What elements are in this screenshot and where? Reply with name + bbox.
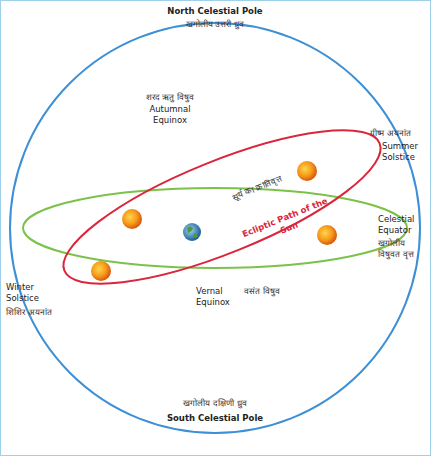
sphere-outline bbox=[10, 23, 420, 433]
pole-label: खगोलीय उत्तरी ध्रुव bbox=[130, 19, 300, 30]
equator-label: खगोलीय विषुवत वृत्त bbox=[378, 238, 428, 259]
solstice-label: शिशिर अयनांत bbox=[6, 307, 66, 318]
equinox-label: शरद ऋतु विषुव bbox=[130, 92, 210, 103]
equinox-label: Vernal Equinox bbox=[196, 286, 238, 307]
pole-label: खगोलीय दक्षिणी ध्रुव bbox=[130, 398, 300, 409]
earth bbox=[183, 223, 201, 241]
solstice-label: ग्रीष्म अयनांत bbox=[370, 128, 428, 139]
pole-label: North Celestial Pole bbox=[130, 6, 300, 17]
ecliptic-line bbox=[47, 101, 397, 314]
solstice-label: Summer Solstice bbox=[382, 141, 428, 162]
equator-label: Celestial Equator bbox=[378, 214, 428, 235]
pole-label: South Celestial Pole bbox=[130, 413, 300, 424]
solstice-label: Winter Solstice bbox=[6, 282, 52, 303]
celestial-equator-line bbox=[23, 188, 407, 268]
equinox-label: वसंत विषुव bbox=[244, 286, 314, 297]
equinox-label: Autumnal Equinox bbox=[140, 104, 200, 125]
